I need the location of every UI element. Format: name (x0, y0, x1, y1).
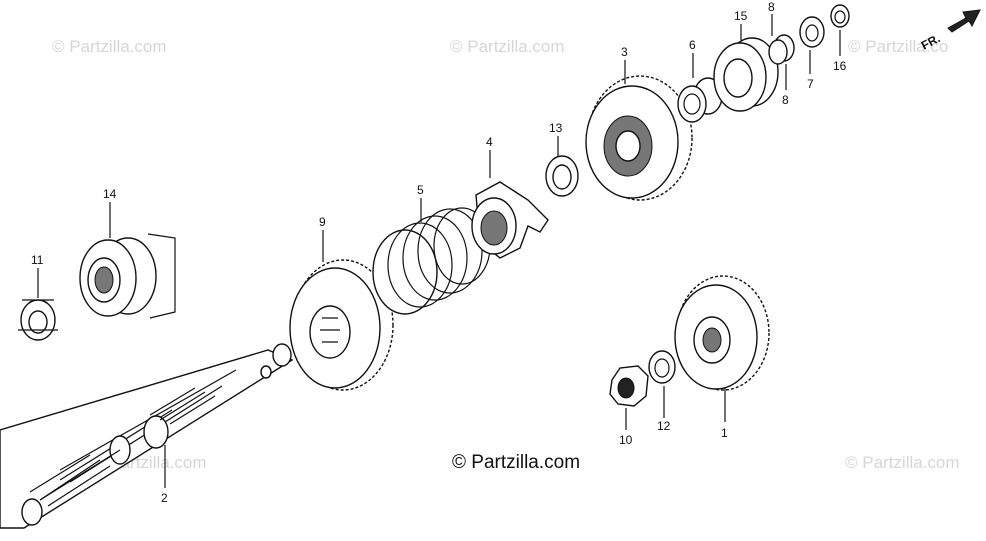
callout-16: 16 (833, 59, 847, 73)
washer-part-12 (648, 350, 676, 384)
callout-1: 1 (721, 426, 728, 440)
collar-part-4 (471, 181, 549, 259)
callout-9: 9 (319, 215, 326, 229)
collar-part-8 (768, 34, 795, 65)
washer-part-7 (799, 16, 825, 48)
spring-part-5 (372, 207, 491, 315)
callout-3: 3 (621, 45, 628, 59)
washer-part-13 (545, 155, 579, 197)
callout-6: 6 (689, 38, 696, 52)
snap-ring-part-16 (830, 4, 850, 28)
nut-part-10 (609, 365, 649, 407)
callout-2: 2 (161, 491, 168, 505)
callout-4: 4 (486, 135, 493, 149)
callout-5: 5 (417, 183, 424, 197)
callout-7: 7 (807, 77, 814, 91)
direction-arrow-icon (947, 9, 981, 33)
callout-labels: 1 2 3 4 5 6 7 8 8 9 10 11 12 13 14 15 16 (31, 0, 847, 505)
callout-13: 13 (549, 121, 563, 135)
callout-10: 10 (619, 433, 633, 447)
gear-part-1 (674, 275, 770, 391)
shaft-part-2 (0, 343, 294, 529)
watermark: © Partzilla.com (845, 453, 960, 472)
callout-14: 14 (103, 187, 117, 201)
gear-part-3 (585, 75, 693, 201)
callout-12: 12 (657, 419, 671, 433)
gear-part-9 (289, 259, 394, 391)
direction-label: FR. (919, 31, 943, 52)
callout-8b: 8 (782, 93, 789, 107)
watermark: © Partzilla.com (52, 37, 167, 56)
callout-8: 8 (768, 0, 775, 14)
watermark: © Partzilla.com (450, 37, 565, 56)
bearing-part-14 (79, 233, 176, 319)
bearing-part-15 (713, 37, 779, 112)
leader-lines (37, 14, 841, 488)
lock-nut-part-11 (18, 299, 58, 341)
watermark: © Partzilla.co (848, 37, 949, 56)
front-direction-indicator: FR. (919, 9, 981, 53)
callout-11: 11 (31, 253, 44, 267)
copyright-credit: © Partzilla.com (452, 452, 581, 473)
callout-15: 15 (734, 9, 748, 23)
